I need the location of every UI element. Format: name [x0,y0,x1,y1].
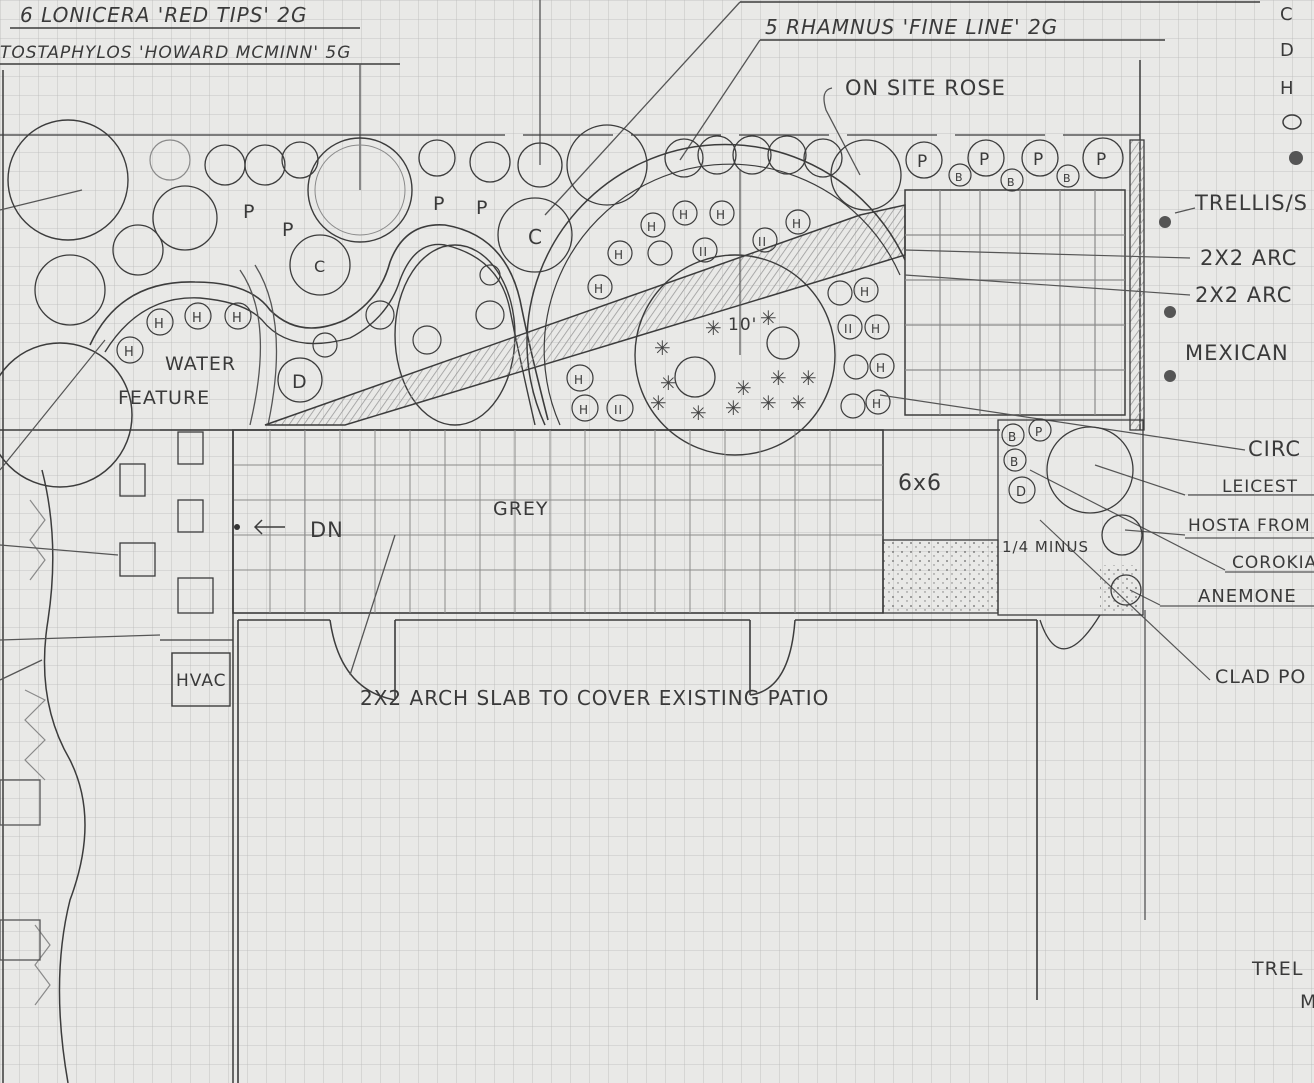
svg-text:✳: ✳ [790,391,807,415]
label-m-bottom: M [1300,991,1314,1013]
svg-text:✳: ✳ [735,376,752,400]
label-arch-1: 2X2 ARC [1200,246,1297,270]
plant-code-d-2: D [1016,485,1027,500]
asterisk-plants: ✳✳✳ ✳✳✳ ✳✳✳ ✳✳✳ [650,306,817,425]
plant-code-ii-3: II [844,322,853,336]
shrub-manzanita-2 [307,137,413,243]
plant-code-h-4: H [232,311,243,326]
label-arch-2: 2X2 ARC [1195,283,1292,307]
plant-code-p-4: P [1096,150,1107,170]
label-dn: DN [310,518,344,542]
right-labels: TRELLIS/S 2X2 ARC 2X2 ARC MEXICAN CIRC L… [879,191,1314,688]
label-arctostaphylos: TOSTAPHYLOS 'HOWARD MCMINN' 5G [0,43,351,63]
stepping-stones: DN HVAC [119,429,344,1083]
legend-letter-h: H [1280,78,1295,99]
plant-code-h-9: H [716,208,726,222]
plant-code-p-2: P [979,150,990,170]
house-outline [237,534,1101,1083]
right-column-plants: H II H H H H H II [566,277,895,422]
plant-code-b-5: B [1010,455,1019,469]
plant-code-h-16: H [579,403,589,417]
svg-text:✳: ✳ [770,366,787,390]
plant-code-ii-2: II [699,245,708,259]
plant-code-h-8: H [679,208,689,222]
svg-text:✳: ✳ [650,391,667,415]
plant-code-p-9: P [1035,425,1043,439]
plant-code-h-10: H [792,217,802,231]
label-hvac: HVAC [176,671,227,691]
label-rhamnus: 5 RHAMNUS 'FINE LINE' 2G [765,15,1058,39]
legend-letter-c: C [1280,4,1294,25]
plant-code-p-6: P [282,219,294,241]
label-corokia: COROKIA [1232,553,1314,573]
plant-code-p-7: P [433,193,445,215]
plant-code-b-3: B [1063,172,1072,185]
plant-code-h-12: H [871,322,881,336]
large-tree-left [0,342,133,488]
plant-code-c-1: C [528,225,543,249]
plant-code-h-5: H [594,282,604,296]
header-labels: 6 LONICERA 'RED TIPS' 2G TOSTAPHYLOS 'HO… [0,1,1303,165]
svg-text:✳: ✳ [660,371,677,395]
label-mexican: MEXICAN [1185,341,1289,365]
svg-text:✳: ✳ [654,336,671,360]
shrub-manzanita-1 [7,119,129,241]
label-lonicera: 6 LONICERA 'RED TIPS' 2G [20,3,308,27]
plant-code-p-3: P [1033,150,1044,170]
label-leicester: LEICEST [1222,477,1298,497]
plant-code-p-5: P [243,201,255,223]
label-anemone: ANEMONE [1198,586,1297,607]
svg-text:✳: ✳ [800,366,817,390]
label-circ: CIRC [1248,437,1301,461]
upper-right-patio [904,139,1145,431]
label-hosta: HOSTA FROM [1188,516,1311,536]
svg-text:✳: ✳ [760,391,777,415]
plant-code-b-2: B [1007,176,1016,189]
plant-code-b-4: B [1008,430,1017,444]
plant-code-p-1: P [917,152,928,172]
plant-code-h-7: H [647,220,657,234]
svg-text:✳: ✳ [725,396,742,420]
plant-code-b-1: B [955,171,964,184]
label-trel-bottom: TREL [1251,958,1303,980]
label-trellis: TRELLIS/S [1194,191,1308,215]
label-clad: CLAD PO [1215,666,1306,688]
label-feature: FEATURE [118,387,210,409]
plant-code-h-2: H [154,317,165,332]
star-planting-circle [634,254,836,456]
left-boundary [0,70,161,1083]
plant-code-h-6: H [614,248,624,262]
plant-code-h-15: H [574,373,584,387]
plant-code-ii-4: II [614,403,623,417]
label-quarter-minus: 1/4 MINUS [1002,538,1089,556]
svg-text:✳: ✳ [690,401,707,425]
plant-code-c-2: C [314,257,326,276]
plant-code-p-8: P [476,197,488,219]
label-grey: GREY [493,498,549,520]
semicircle-h-plants: H H H H H H II II [587,200,811,300]
plant-code-h-3: H [192,311,203,326]
plant-code-h-14: H [872,397,882,411]
label-arch-slab: 2X2 ARCH SLAB TO COVER EXISTING PATIO [360,686,829,710]
plant-code-d: D [292,371,308,393]
legend-letter-d: D [1280,40,1295,61]
label-ten-feet: 10' [728,315,757,335]
main-patio: GREY 6x6 1/4 MINUS [232,429,1146,920]
label-on-site-rose: ON SITE ROSE [845,76,1006,100]
plant-code-h-11: H [860,285,870,299]
label-water: WATER [165,353,236,375]
svg-text:✳: ✳ [705,316,722,340]
plant-code-h-1: H [124,345,135,360]
water-feature-plants: H H H H [116,302,252,364]
plant-code-h-13: H [876,361,886,375]
label-six-by-six: 6x6 [898,471,942,496]
plant-code-ii-1: II [758,235,767,249]
svg-text:✳: ✳ [760,306,777,330]
side-bed: B P B D [997,418,1144,616]
leader-lines-top [359,0,1140,216]
